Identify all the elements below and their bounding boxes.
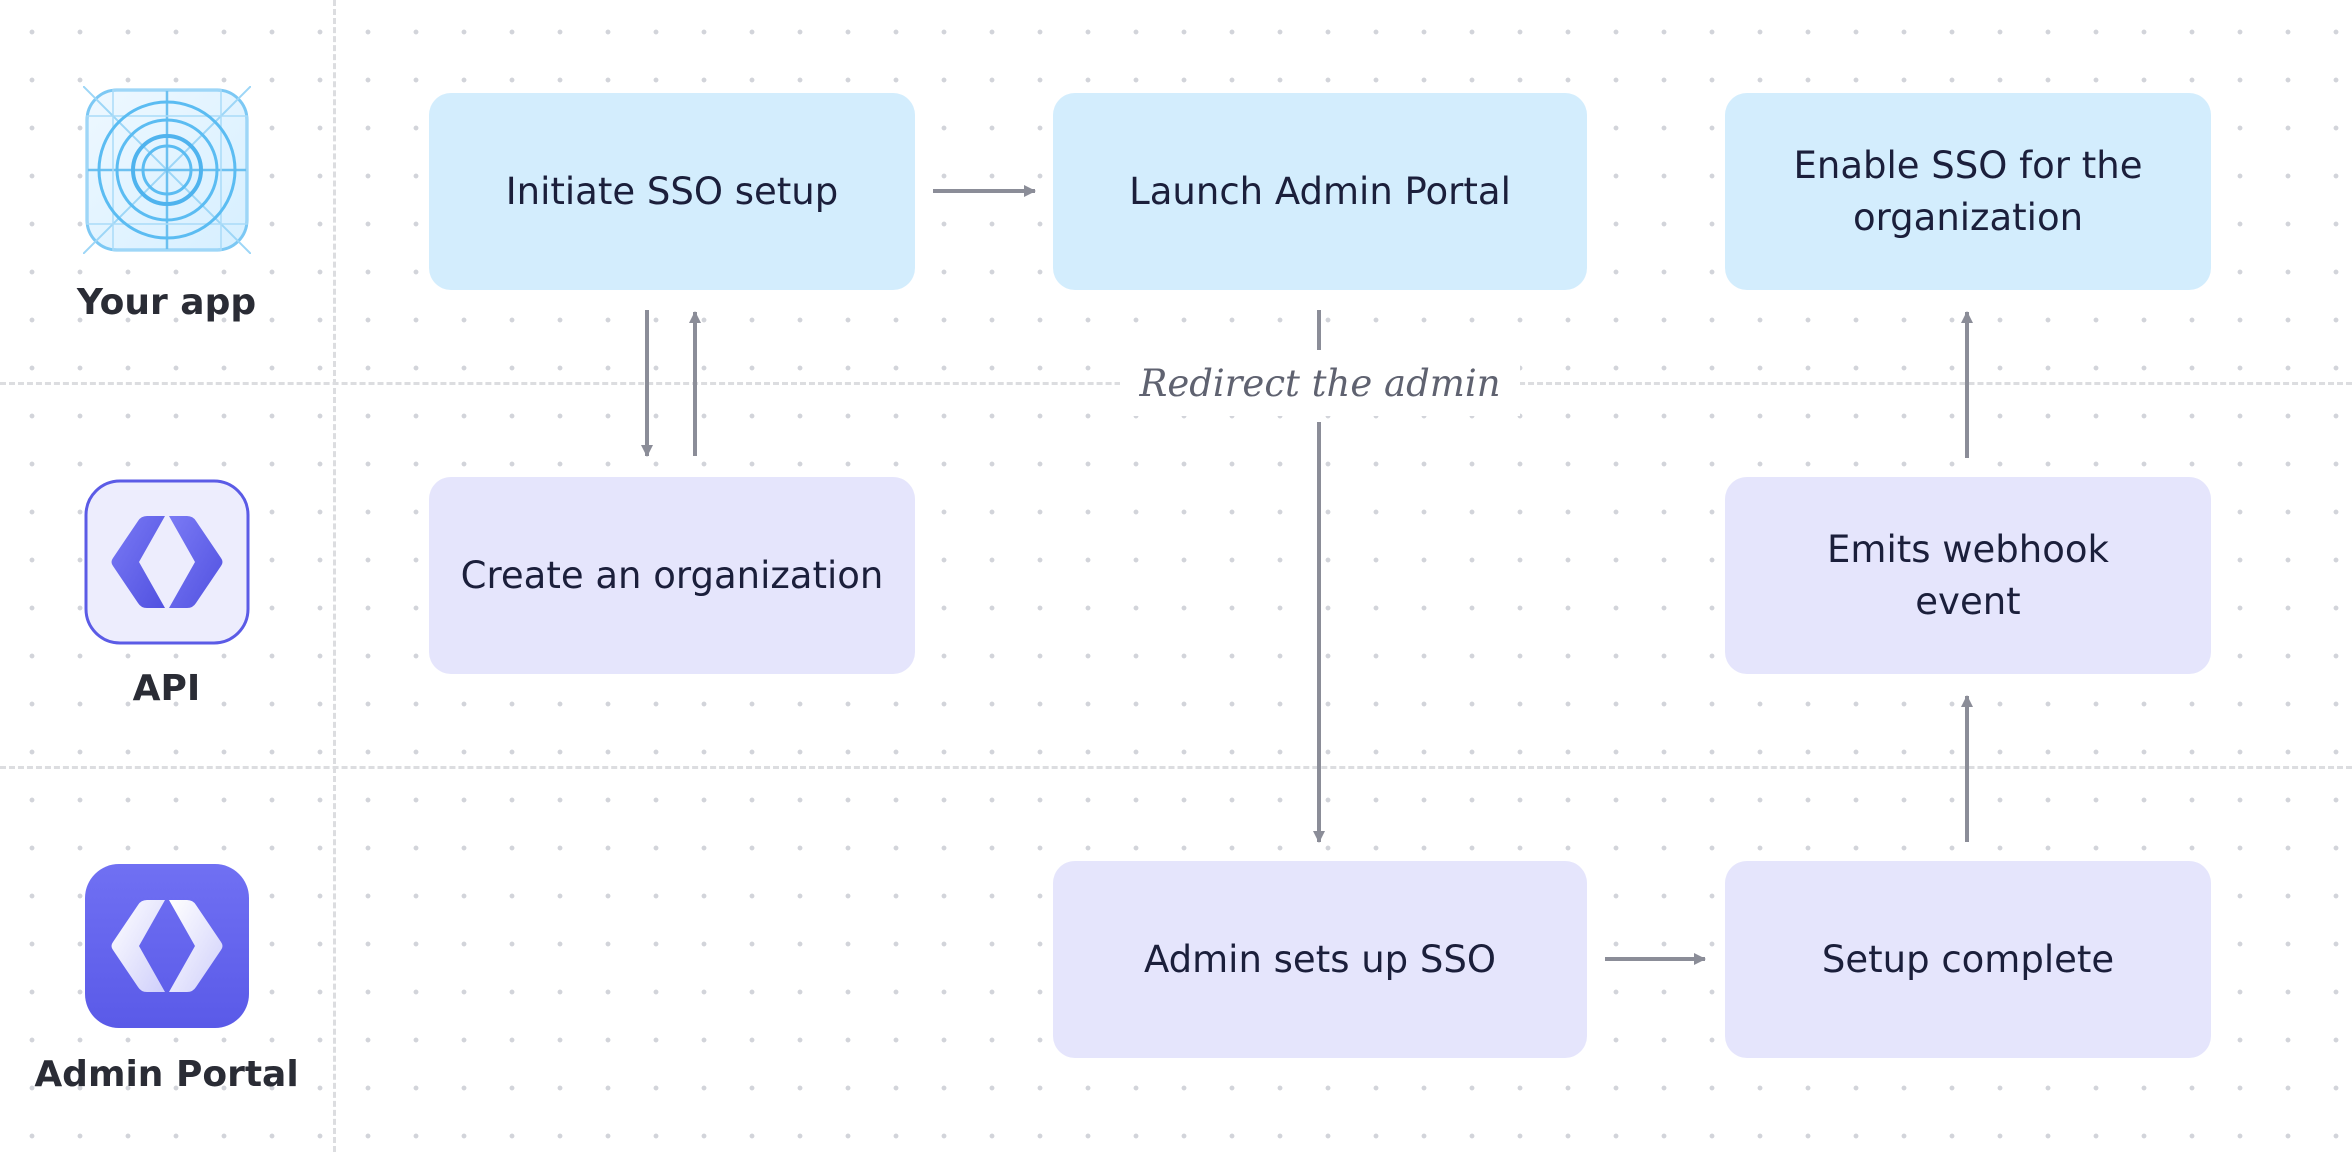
step-launch-admin-portal: Launch Admin Portal (1053, 93, 1587, 290)
step-create-organization-label: Create an organization (460, 553, 884, 597)
workos-logo-icon (85, 864, 249, 1028)
step-initiate-sso-setup: Initiate SSO setup (429, 93, 915, 290)
lane-label-admin-portal: Admin Portal (34, 1054, 299, 1095)
step-emits-webhook-event: Emits webhook event (1725, 477, 2211, 674)
redirect-annotation: Redirect the admin (1120, 352, 1520, 416)
step-initiate-sso-setup-label: Initiate SSO setup (505, 169, 839, 213)
lane-label-api: API (132, 668, 201, 709)
step-enable-sso-label: Enable SSO for the organization (1793, 143, 2143, 239)
lane-label-your-app: Your app (76, 282, 257, 323)
step-enable-sso: Enable SSO for the organization (1725, 93, 2211, 290)
step-launch-admin-portal-label: Launch Admin Portal (1129, 169, 1511, 213)
step-emits-webhook-event-label: Emits webhook event (1827, 527, 2109, 623)
app-blueprint-icon (83, 86, 251, 254)
lane-divider-api-portal (0, 766, 2352, 769)
step-setup-complete-label: Setup complete (1821, 937, 2115, 981)
workos-logo-icon (84, 479, 250, 645)
step-admin-sets-up-sso-label: Admin sets up SSO (1143, 937, 1497, 981)
step-setup-complete: Setup complete (1725, 861, 2211, 1058)
lane-label-divider (333, 0, 336, 1152)
step-create-organization: Create an organization (429, 477, 915, 674)
step-admin-sets-up-sso: Admin sets up SSO (1053, 861, 1587, 1058)
